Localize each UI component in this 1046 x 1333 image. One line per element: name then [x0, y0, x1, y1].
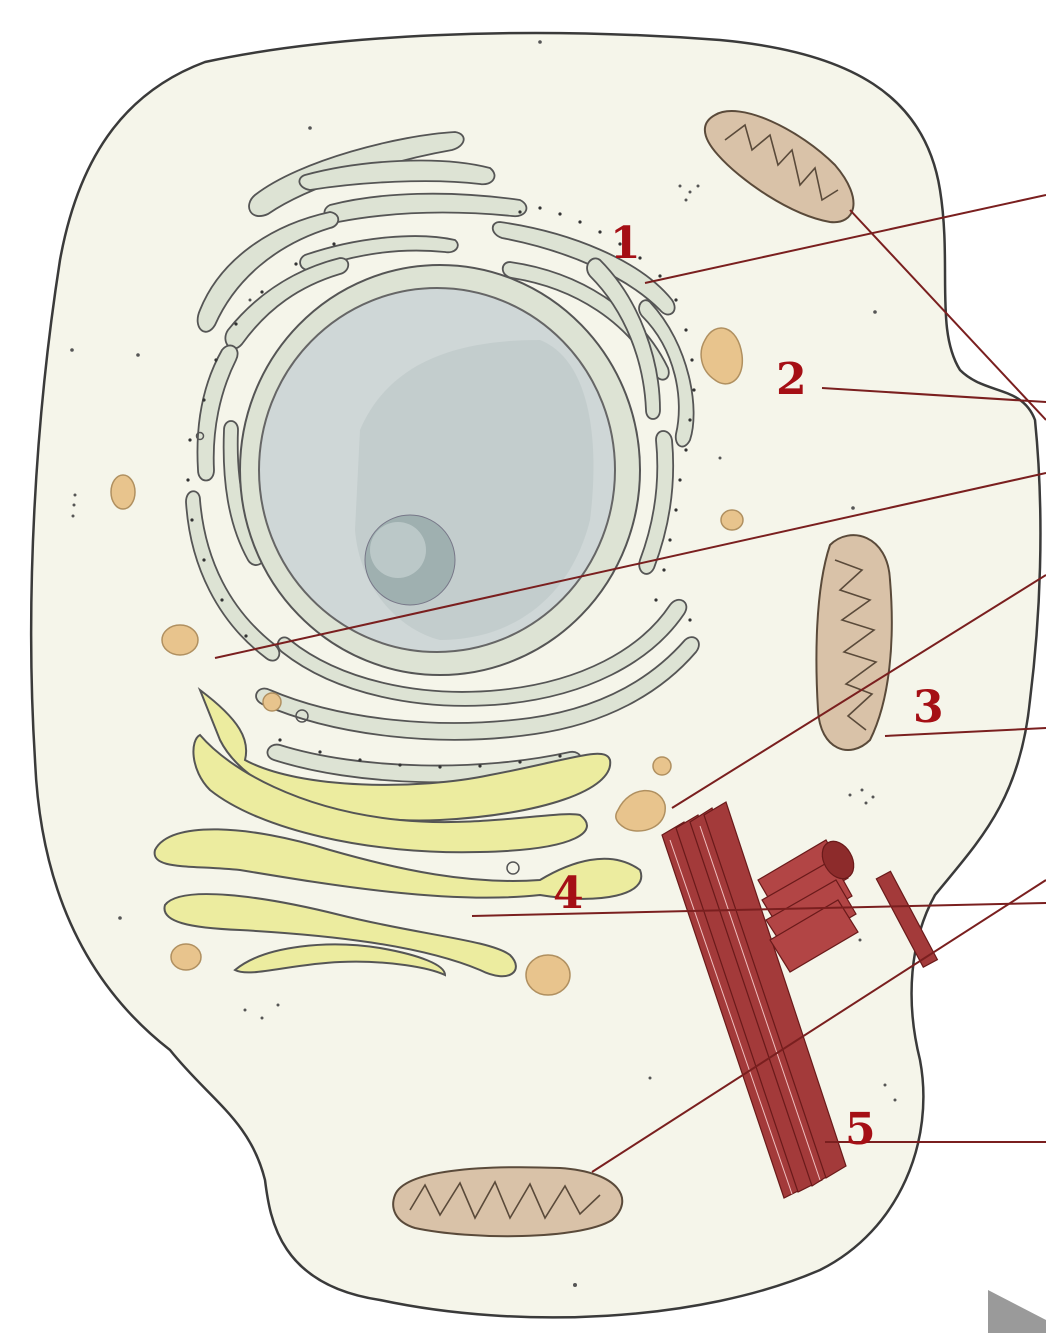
label-5: 5 [845, 1104, 876, 1155]
next-slide-arrow-icon[interactable] [988, 1290, 1046, 1333]
nucleolus-highlight [370, 522, 426, 578]
label-2: 2 [776, 354, 807, 405]
label-4: 4 [553, 868, 584, 919]
label-3: 3 [913, 682, 944, 733]
label-1: 1 [610, 218, 641, 269]
mitochondrion-bottom [393, 1167, 622, 1236]
nucleus [240, 265, 640, 675]
